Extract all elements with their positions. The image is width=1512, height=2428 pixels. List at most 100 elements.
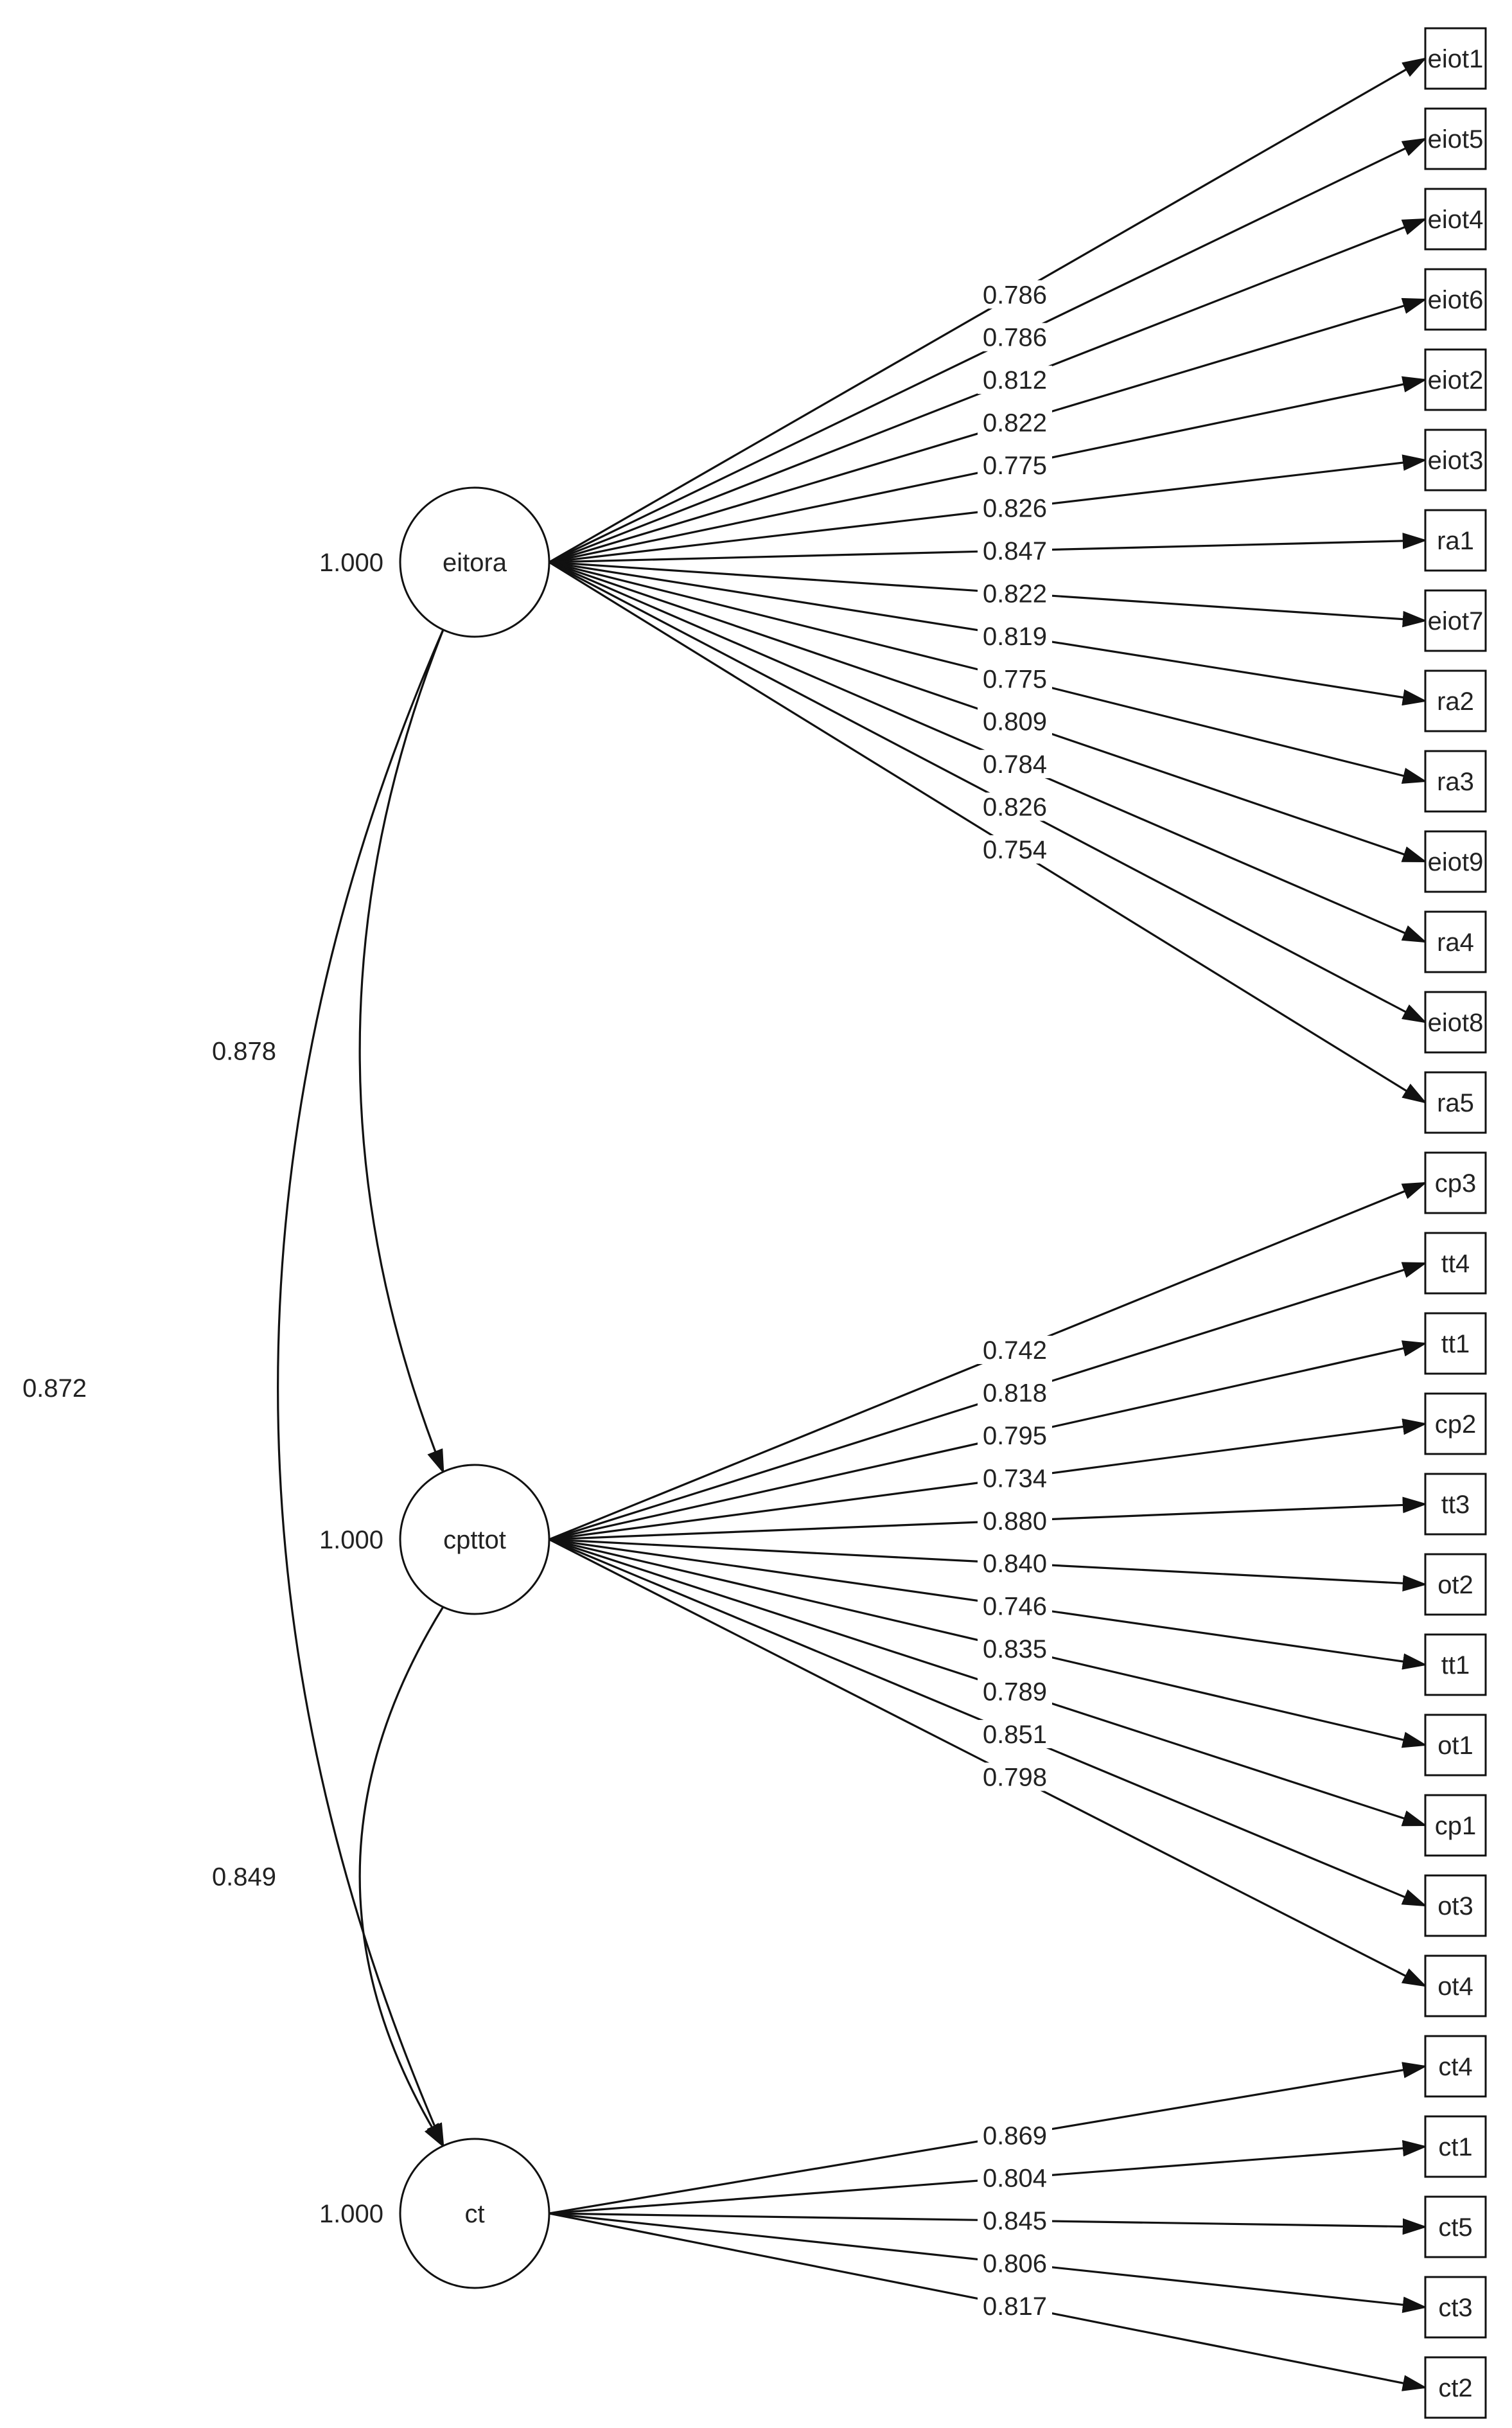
indicator-name: ot2	[1437, 1571, 1473, 1599]
loading-label-bg	[978, 451, 1052, 480]
indicator-name: ra2	[1437, 687, 1474, 716]
loading-label: 0.795	[983, 1422, 1047, 1450]
loading-label: 0.804	[983, 2165, 1047, 2193]
loading-label-bg	[978, 707, 1052, 736]
loading-label-bg	[978, 1591, 1052, 1620]
loading-label: 0.835	[983, 1635, 1047, 1663]
indicator-box-eiot9[interactable]	[1424, 830, 1487, 893]
indicator-box-eiot2[interactable]	[1424, 348, 1487, 411]
loading-label-bg	[978, 835, 1052, 864]
correlation-label: 0.878	[212, 1038, 276, 1066]
loading-label: 0.746	[983, 1593, 1047, 1621]
indicator-name: ct2	[1438, 2374, 1472, 2402]
correlation-label: 0.849	[212, 1863, 276, 1892]
indicator-box-eiot5[interactable]	[1424, 107, 1487, 170]
loading-label-bg	[978, 1378, 1052, 1407]
loading-label: 0.775	[983, 665, 1047, 693]
loading-label-bg	[978, 2292, 1052, 2321]
latent-name: eitora	[443, 549, 507, 577]
indicator-box-ot4[interactable]	[1424, 1954, 1487, 2017]
indicator-box-ct1[interactable]	[1424, 2115, 1487, 2178]
loading-label: 0.775	[983, 452, 1047, 480]
indicator-box-ra1[interactable]	[1424, 509, 1487, 572]
indicator-name: eiot3	[1428, 447, 1484, 475]
indicator-box-tt3[interactable]	[1424, 1473, 1487, 1536]
indicator-box-eiot3[interactable]	[1424, 429, 1487, 492]
latent-name: ct	[464, 2200, 484, 2228]
indicator-box-cp3[interactable]	[1424, 1151, 1487, 1214]
indicator-box-cp1[interactable]	[1424, 1794, 1487, 1857]
indicator-box-ot2[interactable]	[1424, 1553, 1487, 1616]
loading-label-bg	[978, 493, 1052, 522]
indicator-name: eiot6	[1428, 286, 1484, 314]
loading-label: 0.880	[983, 1507, 1047, 1536]
loading-label: 0.822	[983, 580, 1047, 608]
loading-label-bg	[978, 2121, 1052, 2150]
indicator-box-ra4[interactable]	[1424, 910, 1487, 973]
indicator-box-tt1[interactable]	[1424, 1633, 1487, 1696]
indicator-box-ot1[interactable]	[1424, 1714, 1487, 1777]
loading-label: 0.818	[983, 1379, 1047, 1407]
indicator-box-ra3[interactable]	[1424, 750, 1487, 813]
indicator-name: ra4	[1437, 928, 1474, 957]
indicator-box-tt4[interactable]	[1424, 1232, 1487, 1295]
indicator-name: ct5	[1438, 2213, 1472, 2242]
loading-label-bg	[978, 280, 1052, 309]
loading-label-bg	[978, 1421, 1052, 1449]
loading-label-bg	[978, 1677, 1052, 1706]
indicator-box-eiot6[interactable]	[1424, 268, 1487, 331]
indicator-box-ct4[interactable]	[1424, 2035, 1487, 2098]
loading-label-bg	[978, 366, 1052, 394]
loading-label-bg	[978, 579, 1052, 608]
indicator-name: ra5	[1437, 1089, 1474, 1117]
loading-label-bg	[978, 621, 1052, 650]
loading-label: 0.806	[983, 2250, 1047, 2278]
loading-label: 0.826	[983, 793, 1047, 822]
loading-label-bg	[978, 1549, 1052, 1578]
indicator-name: eiot8	[1428, 1009, 1484, 1037]
indicator-box-tt1[interactable]	[1424, 1312, 1487, 1375]
loading-label-bg	[978, 408, 1052, 437]
indicator-box-ct2[interactable]	[1424, 2356, 1487, 2419]
indicator-box-ra5[interactable]	[1424, 1071, 1487, 1134]
loading-arrow-eiot8-12	[549, 561, 1427, 1023]
indicator-box-ra2[interactable]	[1424, 669, 1487, 732]
indicator-name: cp3	[1435, 1169, 1477, 1198]
indicator-name: ra1	[1437, 527, 1474, 555]
latent-variance-label: 1.000	[319, 549, 383, 577]
indicator-box-eiot4[interactable]	[1424, 188, 1487, 251]
loading-label-bg	[978, 792, 1052, 821]
indicator-box-eiot1[interactable]	[1424, 27, 1487, 90]
loading-label: 0.819	[983, 623, 1047, 651]
loading-label-bg	[978, 1635, 1052, 1663]
loading-label: 0.754	[983, 836, 1047, 864]
indicator-box-ct5[interactable]	[1424, 2195, 1487, 2258]
indicator-box-eiot8[interactable]	[1424, 991, 1487, 1054]
correlation-paths	[277, 605, 462, 2149]
loading-label-bg	[978, 1506, 1052, 1535]
correlation-arc-eitora-ct	[277, 605, 461, 2149]
loading-label: 0.798	[983, 1763, 1047, 1791]
indicator-name: eiot2	[1428, 366, 1484, 394]
loading-paths	[549, 57, 1428, 2391]
indicator-name: tt1	[1441, 1330, 1470, 1358]
loading-label: 0.742	[983, 1336, 1047, 1365]
loading-label: 0.822	[983, 409, 1047, 438]
latent-node-ct[interactable]	[399, 2138, 550, 2289]
indicator-name: tt1	[1441, 1651, 1470, 1679]
indicator-box-eiot7[interactable]	[1424, 589, 1487, 652]
indicator-box-ct3[interactable]	[1424, 2276, 1487, 2339]
latent-node-eitora[interactable]	[399, 486, 550, 638]
indicator-box-ot3[interactable]	[1424, 1874, 1487, 1937]
loading-label: 0.847	[983, 537, 1047, 565]
indicator-name: ct1	[1438, 2133, 1472, 2161]
indicator-box-cp2[interactable]	[1424, 1392, 1487, 1455]
loading-label: 0.786	[983, 281, 1047, 309]
latent-node-cpttot[interactable]	[399, 1464, 550, 1615]
loading-label: 0.845	[983, 2207, 1047, 2235]
indicator-name: eiot7	[1428, 607, 1484, 635]
correlation-arc-cpttot-ct	[358, 1582, 462, 2149]
loading-label-bg	[978, 2206, 1052, 2235]
loading-label: 0.789	[983, 1678, 1047, 1706]
